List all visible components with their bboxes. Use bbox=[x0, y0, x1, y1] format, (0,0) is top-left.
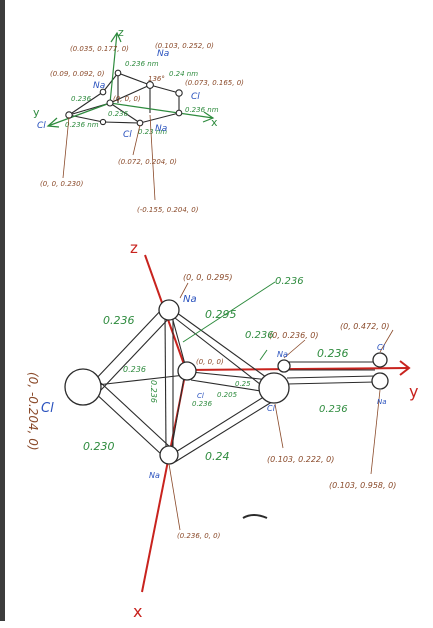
dist-mid-right: 0.236 bbox=[245, 330, 274, 341]
top-coord-bottom: (0.072, 0.204, 0) bbox=[118, 158, 177, 166]
top-atom-cl-bottom bbox=[136, 119, 144, 127]
axis-y-line bbox=[185, 367, 410, 371]
coord-ray-label: 0.236 bbox=[275, 276, 304, 287]
atom-na-far bbox=[371, 372, 389, 390]
top-dist-center: 0.236 bbox=[108, 110, 129, 118]
coord-bottom-cl: (0.103, 0.222, 0) bbox=[267, 455, 334, 464]
top-coord-tl2: (0.09, 0.092, 0) bbox=[50, 70, 105, 78]
top-axis-x-label: x bbox=[211, 116, 218, 129]
atom-bottom-na-label: Na bbox=[149, 471, 160, 480]
top-atom-na-tl-label: Na bbox=[93, 81, 105, 91]
top-atom-na-top bbox=[114, 69, 122, 77]
coord-left: (0, -0.204, 0) bbox=[26, 372, 40, 451]
top-axis-y-label: y bbox=[33, 106, 40, 119]
dist-small1: 0.25 bbox=[235, 380, 251, 388]
dist-upper-right: 0.295 bbox=[205, 308, 237, 321]
top-atom-origin bbox=[106, 99, 114, 107]
dist-lower-left: 0.230 bbox=[83, 440, 115, 453]
atom-top-label: Na bbox=[183, 294, 197, 305]
top-coord-left-bottom: (0, 0, 0.230) bbox=[40, 180, 84, 188]
top-atom-na-top-label: Na bbox=[157, 49, 169, 59]
dist-left-mid: 0.236 bbox=[123, 365, 146, 374]
coord-bottom-na: (0.236, 0, 0) bbox=[177, 532, 221, 540]
top-atom-na-bottom bbox=[99, 118, 107, 126]
top-atom-cl-top bbox=[146, 81, 154, 89]
coord-center: (0, 0, 0) bbox=[196, 358, 224, 366]
top-atom-cl-right bbox=[175, 89, 183, 97]
top-sketch: z x y (0.035, 0.177, 0) (0.09, 0.092, 0)… bbox=[33, 26, 244, 214]
coord-top-na: (0, 0, 0.295) bbox=[183, 273, 233, 282]
atom-cl-center bbox=[177, 361, 197, 381]
atom-na-bottom bbox=[159, 445, 179, 465]
top-dist-right1: 0.24 nm bbox=[169, 70, 198, 78]
top-coord-tl1: (0.035, 0.177, 0) bbox=[70, 45, 129, 53]
atom-right-na-label: Na bbox=[377, 398, 387, 406]
top-dist-top: 0.236 nm bbox=[125, 60, 159, 68]
dist-vertical: 0.236 bbox=[149, 380, 158, 403]
top-atom-cl-left-label: Cl bbox=[37, 121, 46, 131]
atom-cl-right-mid bbox=[258, 372, 290, 404]
axis-y-label: y bbox=[409, 382, 418, 401]
dist-upper-left: 0.236 bbox=[103, 314, 135, 327]
dist-lower-mid: 0.24 bbox=[205, 450, 230, 463]
top-atom-cl-bottom-label: Cl bbox=[123, 130, 132, 140]
top-dist-left2: 0.236 nm bbox=[65, 121, 99, 129]
coord-far-right: (0.103, 0.958, 0) bbox=[329, 481, 396, 490]
top-coord-origin: (0, 0, 0) bbox=[113, 95, 141, 103]
top-dist-right2: 0.236 nm bbox=[185, 106, 219, 114]
coord-mid-na: (0, 0.236, 0) bbox=[269, 331, 319, 340]
atom-cl-far bbox=[372, 352, 388, 368]
bottom-sketch: z y x bbox=[26, 239, 418, 621]
coord-right-cl: (0, 0.472, 0) bbox=[340, 322, 390, 331]
stray-stroke bbox=[242, 514, 268, 519]
dist-lower-right: 0.236 bbox=[319, 404, 348, 415]
atom-na-top bbox=[158, 299, 180, 321]
atom-right-cl-label: Cl bbox=[377, 343, 386, 352]
top-coord-far-bottom: (-0.155, 0.204, 0) bbox=[137, 206, 199, 214]
top-coord-na-tr: (0.103, 0.252, 0) bbox=[155, 42, 214, 50]
top-atom-na-tl bbox=[99, 88, 107, 96]
dist-small3: 0.236 bbox=[192, 400, 213, 408]
atom-cl-left bbox=[64, 368, 102, 406]
top-axis-z-label: z bbox=[118, 26, 124, 39]
dist-right-seg: 0.236 bbox=[317, 347, 349, 360]
top-atom-cl-right-label: Cl bbox=[191, 92, 200, 102]
sketch-canvas: z x y (0.035, 0.177, 0) (0.09, 0.092, 0)… bbox=[26, 26, 418, 621]
bottom-strip bbox=[0, 621, 433, 628]
dist-small2: 0.205 bbox=[217, 391, 238, 399]
atom-na-mid bbox=[277, 359, 291, 373]
atom-center-cl-label: Cl bbox=[197, 392, 204, 400]
top-dist-left: 0.236 bbox=[71, 95, 92, 103]
axis-z-label: z bbox=[130, 239, 138, 257]
top-atom-na-right bbox=[175, 109, 183, 117]
top-dist-na: 136° bbox=[148, 75, 165, 83]
atom-left-label: Cl bbox=[41, 401, 54, 416]
top-dist-bottom: 0.23 nm bbox=[138, 128, 167, 136]
window-left-edge bbox=[0, 0, 5, 628]
top-coord-right: (0.073, 0.165, 0) bbox=[185, 79, 244, 87]
atom-right-cl2-label: Cl bbox=[267, 404, 276, 413]
atom-mid-na-label: Na bbox=[277, 350, 288, 359]
axis-x-label: x bbox=[133, 602, 142, 621]
top-atom-na-right-label: Na bbox=[155, 124, 167, 134]
